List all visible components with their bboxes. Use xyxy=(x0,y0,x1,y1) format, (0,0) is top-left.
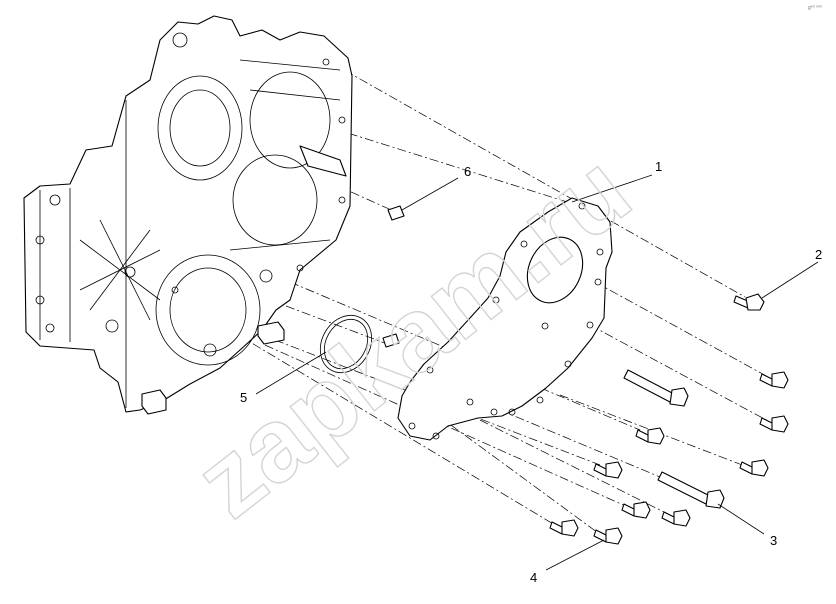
bolt-part-2 xyxy=(733,293,765,311)
callout-2: 2 xyxy=(815,247,822,262)
callout-1: 1 xyxy=(655,159,662,174)
leader-lines xyxy=(255,174,819,571)
short-bolt-part-4 xyxy=(549,519,579,537)
callout-4: 4 xyxy=(530,570,537,585)
bolt xyxy=(621,501,651,519)
corner-mark: g⁰⁰ ⁰⁰⁰ xyxy=(808,5,822,11)
bolt xyxy=(739,459,769,477)
bolt xyxy=(759,415,789,433)
o-ring-part-5 xyxy=(319,314,373,374)
long-bolt-part-3 xyxy=(657,471,725,509)
bolt xyxy=(661,509,691,527)
bolts xyxy=(549,293,789,545)
callout-5: 5 xyxy=(240,390,247,405)
bolt xyxy=(759,371,789,389)
callout-6: 6 xyxy=(464,164,471,179)
dowel-pins-part-6 xyxy=(382,205,405,348)
timing-cover-part-1 xyxy=(397,197,613,441)
callout-3: 3 xyxy=(770,533,777,548)
bolt xyxy=(635,427,665,445)
timing-gear-housing xyxy=(23,15,353,415)
short-bolt-part-4 xyxy=(593,527,623,545)
callout-labels: 1 2 3 4 5 6 xyxy=(240,159,822,585)
long-bolt-part-3 xyxy=(623,369,689,407)
bolt xyxy=(593,461,623,479)
